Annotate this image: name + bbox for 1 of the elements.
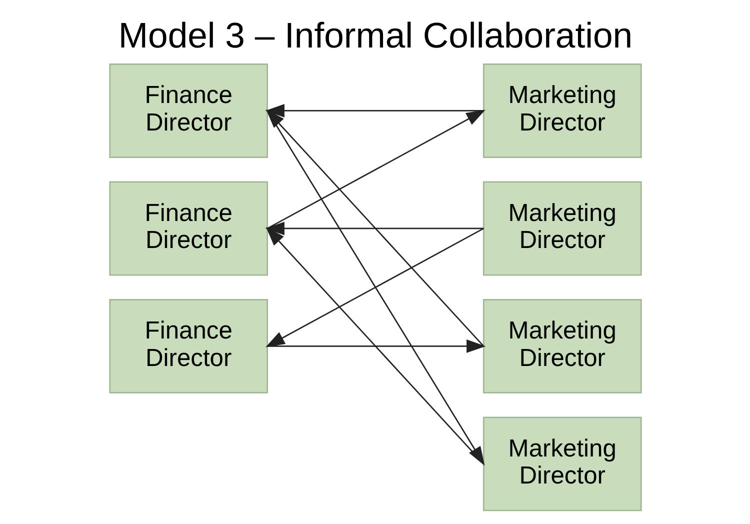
diagram-title: Model 3 – Informal Collaboration: [118, 15, 632, 56]
